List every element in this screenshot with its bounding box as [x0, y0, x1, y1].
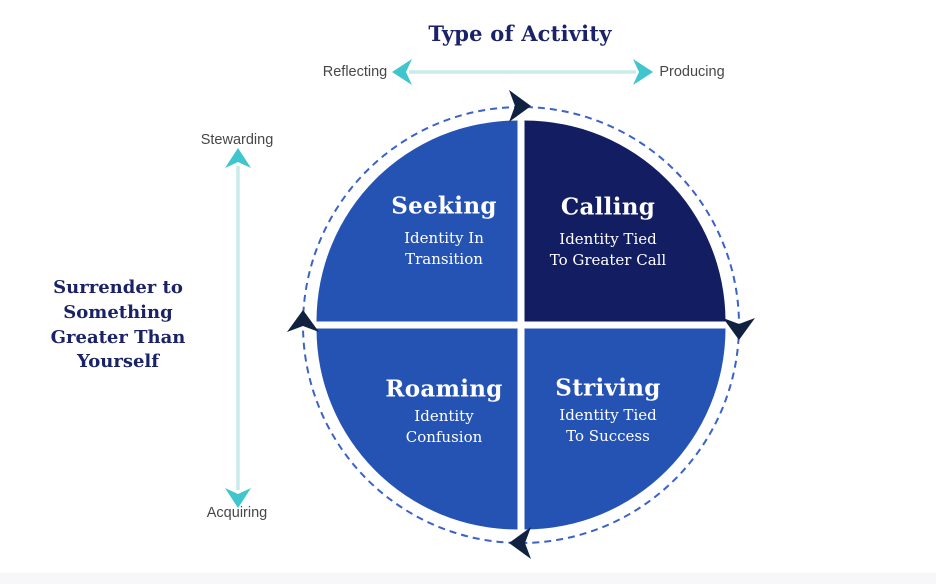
striving-quadrant-title: Striving — [555, 374, 661, 402]
quadrant-top-left-seeking — [316, 120, 518, 322]
right-arrowhead-icon — [633, 59, 653, 85]
seeking-quadrant-title: Seeking — [391, 192, 497, 220]
quadrant-bottom-right-striving — [524, 328, 726, 530]
rotation-arrowheads — [287, 90, 755, 559]
reflecting-label: Reflecting — [322, 64, 388, 80]
left-axis-title: Surrender to Something Greater Than Your… — [50, 277, 186, 373]
page-bottom-strip — [0, 573, 936, 584]
left-arrowhead-icon — [392, 59, 412, 85]
roaming-quadrant-subtitle: Identity Confusion — [405, 407, 483, 446]
top-axis-title: Type of Activity — [428, 21, 612, 46]
roaming-quadrant-title: Roaming — [385, 375, 503, 403]
calling-quadrant-subtitle: Identity Tied To Greater Call — [549, 230, 667, 269]
horizontal-axis-arrow — [392, 59, 653, 85]
down-arrowhead-icon — [225, 488, 251, 508]
calling-quadrant-title: Calling — [560, 193, 656, 221]
quadrant-bottom-left-roaming — [316, 328, 518, 530]
ring-arrow-top-icon — [509, 90, 531, 122]
up-arrowhead-icon — [225, 148, 251, 168]
seeking-quadrant-subtitle: Identity In Transition — [404, 229, 484, 268]
ring-arrow-bottom-icon — [509, 527, 531, 559]
dashed-rotation-ring — [302, 106, 740, 544]
acquiring-label: Acquiring — [206, 505, 268, 521]
ring-arrow-left-icon — [287, 310, 319, 332]
producing-label: Producing — [659, 64, 725, 80]
vertical-axis-arrow — [225, 148, 251, 508]
striving-quadrant-subtitle: Identity Tied To Success — [559, 406, 657, 445]
ring-arrow-right-icon — [723, 318, 755, 340]
quadrant-top-right-calling — [524, 120, 726, 322]
stewarding-label: Stewarding — [200, 132, 274, 148]
